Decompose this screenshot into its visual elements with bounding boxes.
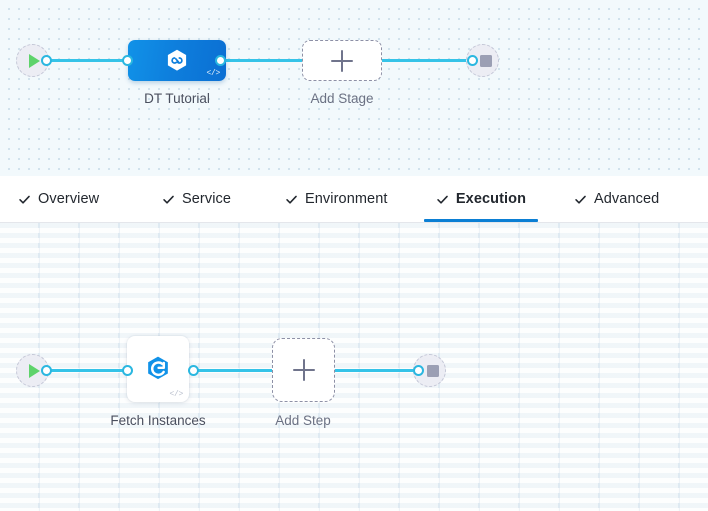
check-icon <box>285 193 298 206</box>
plus-icon <box>331 49 353 72</box>
edge-start-to-step <box>45 369 128 372</box>
edge-start-to-stage <box>45 59 129 62</box>
stage-node-output-port[interactable] <box>215 55 226 66</box>
play-icon <box>28 363 40 378</box>
tab-overview[interactable]: Overview <box>14 176 103 222</box>
step-node-output-port[interactable] <box>188 365 199 376</box>
add-step-button[interactable] <box>272 338 335 402</box>
code-brackets-icon: </> <box>169 390 183 399</box>
step-node-input-port[interactable] <box>122 365 133 376</box>
end-node-input-port[interactable] <box>467 55 478 66</box>
stop-square-icon <box>479 54 492 67</box>
edge-stage-to-add-stage <box>218 59 303 62</box>
edge-add-stage-to-end <box>381 59 472 62</box>
stage-node-input-port[interactable] <box>122 55 133 66</box>
code-brackets-icon: </> <box>206 69 220 78</box>
tab-execution[interactable]: Execution <box>424 176 538 222</box>
active-tab-indicator <box>424 219 538 222</box>
step-node-label: Fetch Instances <box>110 413 206 428</box>
add-step-label: Add Step <box>275 413 331 428</box>
step-node-fetch-instances[interactable]: </> <box>127 336 189 402</box>
stage-config-tabs: Overview Service Environment Execution <box>0 176 708 223</box>
tab-execution-label: Execution <box>455 191 527 207</box>
check-icon <box>18 193 31 206</box>
tab-overview-label: Overview <box>38 191 100 207</box>
add-stage-button[interactable] <box>302 40 382 81</box>
execution-start-output-port[interactable] <box>41 365 52 376</box>
add-stage-label: Add Stage <box>310 91 374 106</box>
tab-service-label: Service <box>182 191 232 207</box>
stage-node-label: DT Tutorial <box>144 91 210 106</box>
execution-end-input-port[interactable] <box>413 365 424 376</box>
play-icon <box>28 53 40 68</box>
tab-environment-label: Environment <box>305 191 388 207</box>
plus-icon <box>292 359 315 381</box>
hexagon-infinity-icon <box>164 48 190 74</box>
edge-step-to-add-step <box>195 369 274 372</box>
execution-step-canvas[interactable]: </> Fetch Instances Add Step <box>0 223 708 511</box>
stage-node-dt-tutorial[interactable]: </> <box>128 40 226 81</box>
edge-add-step-to-end <box>334 369 418 372</box>
check-icon <box>574 193 587 206</box>
check-icon <box>436 193 449 206</box>
tab-advanced[interactable]: Advanced <box>570 176 663 222</box>
tab-environment[interactable]: Environment <box>281 176 392 222</box>
stop-square-icon <box>426 364 439 377</box>
pipeline-stage-canvas[interactable]: </> DT Tutorial Add Stage <box>0 0 708 176</box>
check-icon <box>162 193 175 206</box>
tab-advanced-label: Advanced <box>594 191 660 207</box>
tab-service[interactable]: Service <box>158 176 235 222</box>
spot-elastigroup-icon <box>143 353 173 383</box>
start-node-output-port[interactable] <box>41 55 52 66</box>
